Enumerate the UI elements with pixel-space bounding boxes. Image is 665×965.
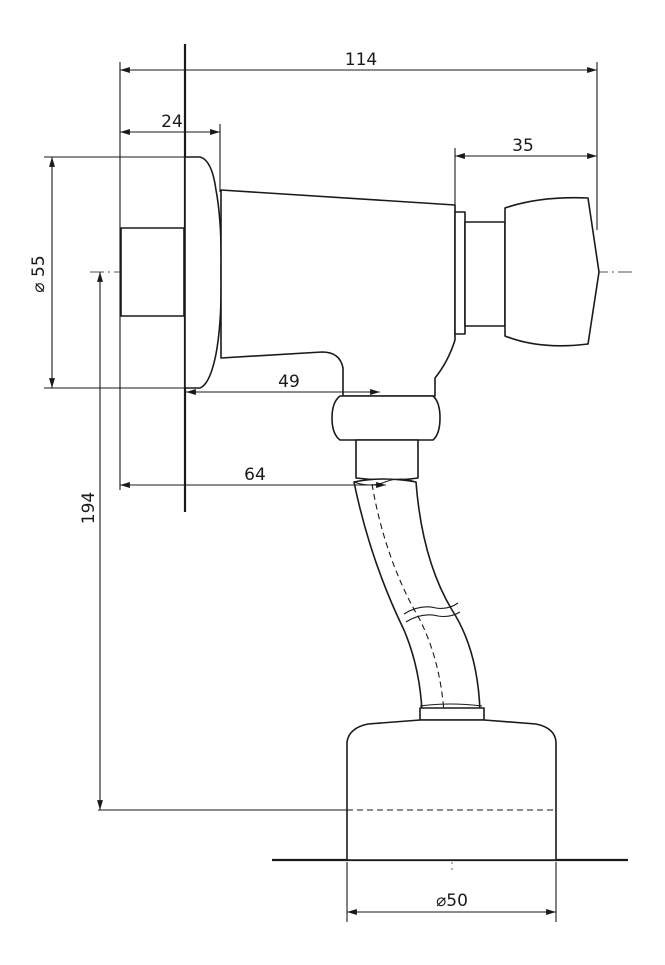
push-button (504, 196, 600, 347)
wall-flange (184, 156, 222, 389)
outlet-pipe (355, 439, 419, 481)
pipe-hidden-edge (371, 483, 445, 713)
dim-flange-diameter: ⌀ 55 (29, 255, 49, 292)
dimension-lines (49, 67, 597, 915)
curved-pipe (353, 478, 481, 713)
pipe-break-lower (419, 703, 483, 707)
dim-button-width: 35 (512, 136, 534, 156)
dim-base-diameter: ⌀50 (436, 891, 468, 911)
pipe-break-middle (403, 602, 459, 615)
dim-pipe-offset: 64 (244, 465, 266, 485)
dim-overall-width: 114 (345, 50, 377, 70)
dim-outlet-offset: 49 (278, 372, 300, 392)
valve-body (220, 189, 456, 397)
outlet-nut (331, 395, 441, 441)
base-cup (346, 719, 557, 861)
button-stem (454, 211, 466, 335)
button-neck (464, 221, 506, 327)
pipe-break-middle-2 (405, 611, 461, 623)
dim-flange-depth: 24 (161, 112, 183, 132)
dim-total-height: 194 (79, 492, 99, 524)
base-collar (419, 707, 485, 721)
rear-spigot (120, 227, 185, 317)
